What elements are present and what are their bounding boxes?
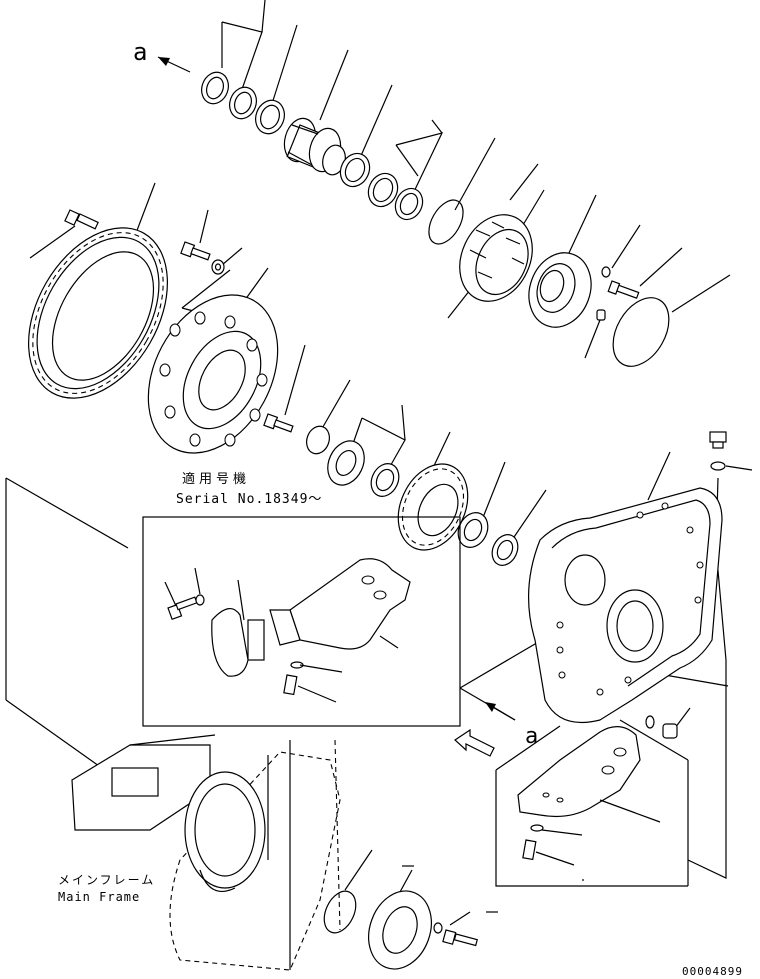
breather-plug (709, 431, 727, 449)
bolt-bottom (433, 911, 498, 947)
final-drive-case (527, 487, 723, 724)
bearing-cup (394, 187, 424, 221)
bearing-cone-1 (339, 152, 371, 188)
view-a-label-top: a (133, 38, 148, 66)
view-arrow-a-middle (485, 702, 516, 721)
bearing-cone-2 (367, 172, 399, 208)
seal-ring-1 (201, 71, 229, 105)
thrust-washer (306, 425, 330, 455)
frame-adaptor-ring (184, 771, 266, 892)
serial-variant-box (142, 516, 461, 727)
bearing-race-1 (255, 99, 285, 135)
main-frame-label-jp: メインフレーム (58, 873, 156, 887)
view-a-shim-bolt (522, 824, 584, 881)
view-arrow-a-top (157, 56, 191, 73)
bolt-hub (180, 241, 211, 261)
serial-applicability-jp: 適用号機 (182, 472, 251, 487)
washer-hub (211, 259, 225, 275)
main-frame-label-en: Main Frame (58, 890, 141, 904)
leader-lines-top (221, 0, 731, 359)
pinion-shaft (283, 117, 346, 176)
view-a-box (495, 719, 689, 887)
hollow-arrow (454, 728, 495, 757)
dowel-pin (596, 309, 606, 321)
o-ring-large-right (612, 297, 670, 367)
washer-small-top (601, 266, 611, 278)
view-a-label-middle: a (525, 724, 539, 749)
o-ring-bottom (323, 849, 373, 934)
serial-applicability-en: Serial No.18349～ (176, 492, 323, 507)
gear-carrier (459, 214, 533, 302)
cover-flange-bottom (368, 865, 432, 970)
ring-gear (28, 227, 168, 399)
bracket-leaders (164, 567, 245, 621)
main-frame-leaders (5, 477, 131, 789)
leader-lines-ring (29, 182, 547, 541)
spacer-ring (370, 463, 400, 497)
bolt-lower-hub (263, 413, 294, 433)
seal-ring-2 (229, 86, 257, 120)
bracket-bolt (167, 594, 205, 621)
planet-bearing (327, 440, 365, 486)
o-ring-top (428, 199, 464, 245)
bracket-assembly (211, 558, 411, 677)
drawing-number: 00004899 (682, 965, 743, 978)
hub-flange (147, 294, 279, 454)
bolt-ring-gear (64, 209, 99, 230)
retainer-housing (528, 252, 592, 328)
bearing-lower-2 (491, 534, 519, 566)
bracket-shim-bolt (283, 661, 343, 703)
bolt-top-right (607, 280, 640, 299)
breather-washer (710, 461, 726, 471)
plug-bolt-case (645, 715, 678, 739)
bracket-view-a (517, 726, 661, 823)
